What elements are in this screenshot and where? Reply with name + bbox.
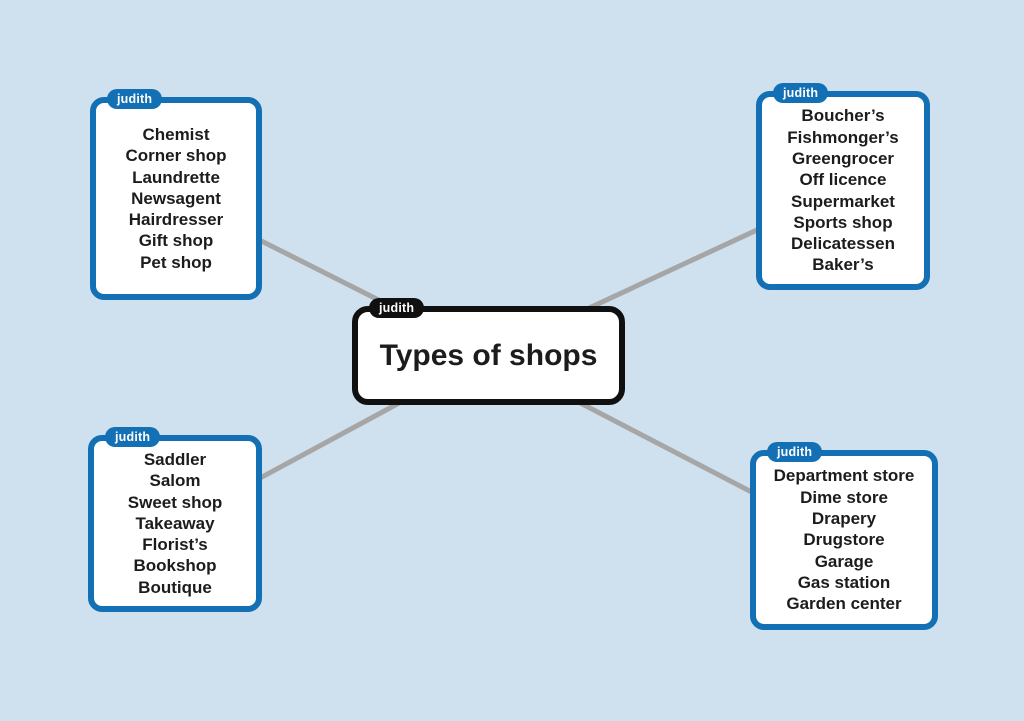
shop-item: Drugstore — [803, 530, 885, 550]
shop-item: Saddler — [143, 449, 207, 469]
author-tag: judith — [107, 89, 163, 109]
shop-item: Boucher’s — [801, 106, 885, 126]
shop-item: Newsagent — [131, 188, 221, 208]
shop-item: Takeaway — [135, 513, 215, 533]
shop-item: Corner shop — [125, 146, 227, 166]
shop-item: Garden center — [786, 594, 902, 614]
shop-item: Department store — [773, 466, 915, 486]
topic-title: Types of shops — [379, 338, 598, 372]
shop-item: Florist’s — [142, 535, 208, 555]
shop-item: Sweet shop — [127, 492, 223, 512]
shop-item: Garage — [814, 551, 874, 571]
shop-item: Boutique — [138, 577, 212, 597]
shop-item: Fishmonger’s — [787, 127, 899, 147]
shop-item: Gas station — [797, 572, 891, 592]
shop-item: Delicatessen — [791, 234, 895, 254]
shop-item: Pet shop — [140, 252, 212, 272]
shop-item: Bookshop — [133, 556, 217, 576]
shop-item: Off licence — [799, 170, 887, 190]
shop-item: Dime store — [800, 487, 888, 507]
shop-item: Baker’s — [812, 255, 874, 275]
shop-item: Laundrette — [132, 167, 220, 187]
shop-item: Hairdresser — [128, 210, 224, 230]
center-topic-node[interactable]: judith Types of shops — [352, 298, 625, 405]
shop-item: Sports shop — [793, 212, 893, 232]
shop-item: Gift shop — [138, 231, 214, 251]
author-tag: judith — [105, 427, 161, 447]
shop-item: Salom — [149, 471, 201, 491]
author-tag: judith — [773, 83, 829, 103]
shop-item: Chemist — [142, 124, 210, 144]
shop-item: Greengrocer — [791, 148, 895, 168]
shop-item: Drapery — [811, 509, 877, 529]
shop-item: Supermarket — [791, 191, 895, 211]
author-tag: judith — [369, 298, 425, 318]
author-tag: judith — [767, 442, 823, 462]
